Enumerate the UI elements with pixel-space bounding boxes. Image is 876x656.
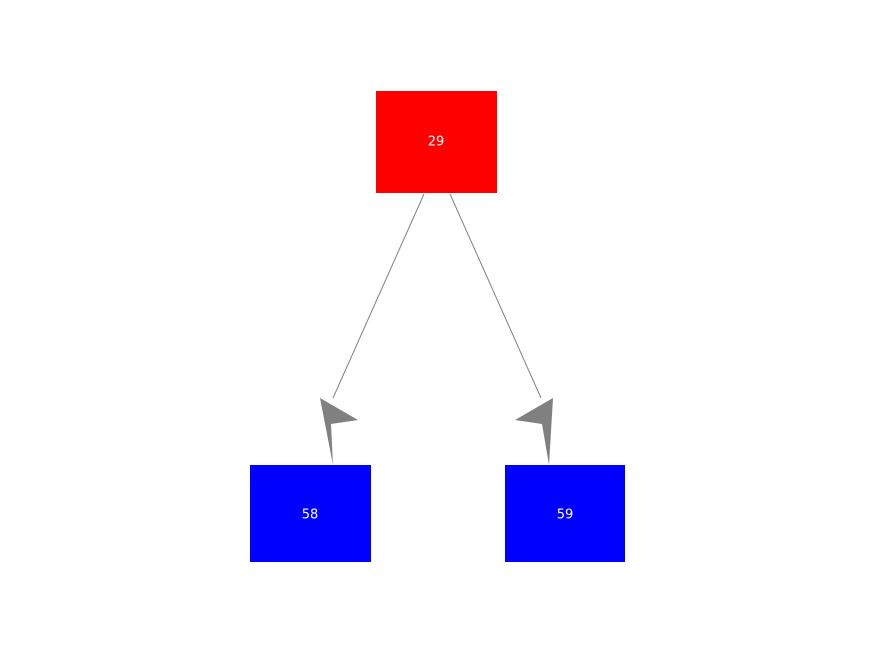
- edge-line-29-58: [332, 193, 425, 399]
- node-58[interactable]: 58: [250, 465, 371, 562]
- edge-29-59: [449, 193, 553, 465]
- node-29-label: 29: [428, 135, 445, 150]
- node-29[interactable]: 29: [376, 91, 497, 193]
- node-29-rect[interactable]: [376, 91, 497, 193]
- node-59-label: 59: [557, 508, 574, 523]
- node-59-rect[interactable]: [505, 465, 625, 562]
- node-59[interactable]: 59: [505, 465, 625, 562]
- node-58-label: 58: [302, 508, 319, 523]
- node-58-rect[interactable]: [250, 465, 371, 562]
- edge-29-58: [320, 193, 425, 465]
- edge-line-29-59: [449, 193, 542, 399]
- arrowhead-29-58: [320, 398, 358, 465]
- arrowhead-29-59: [515, 398, 553, 465]
